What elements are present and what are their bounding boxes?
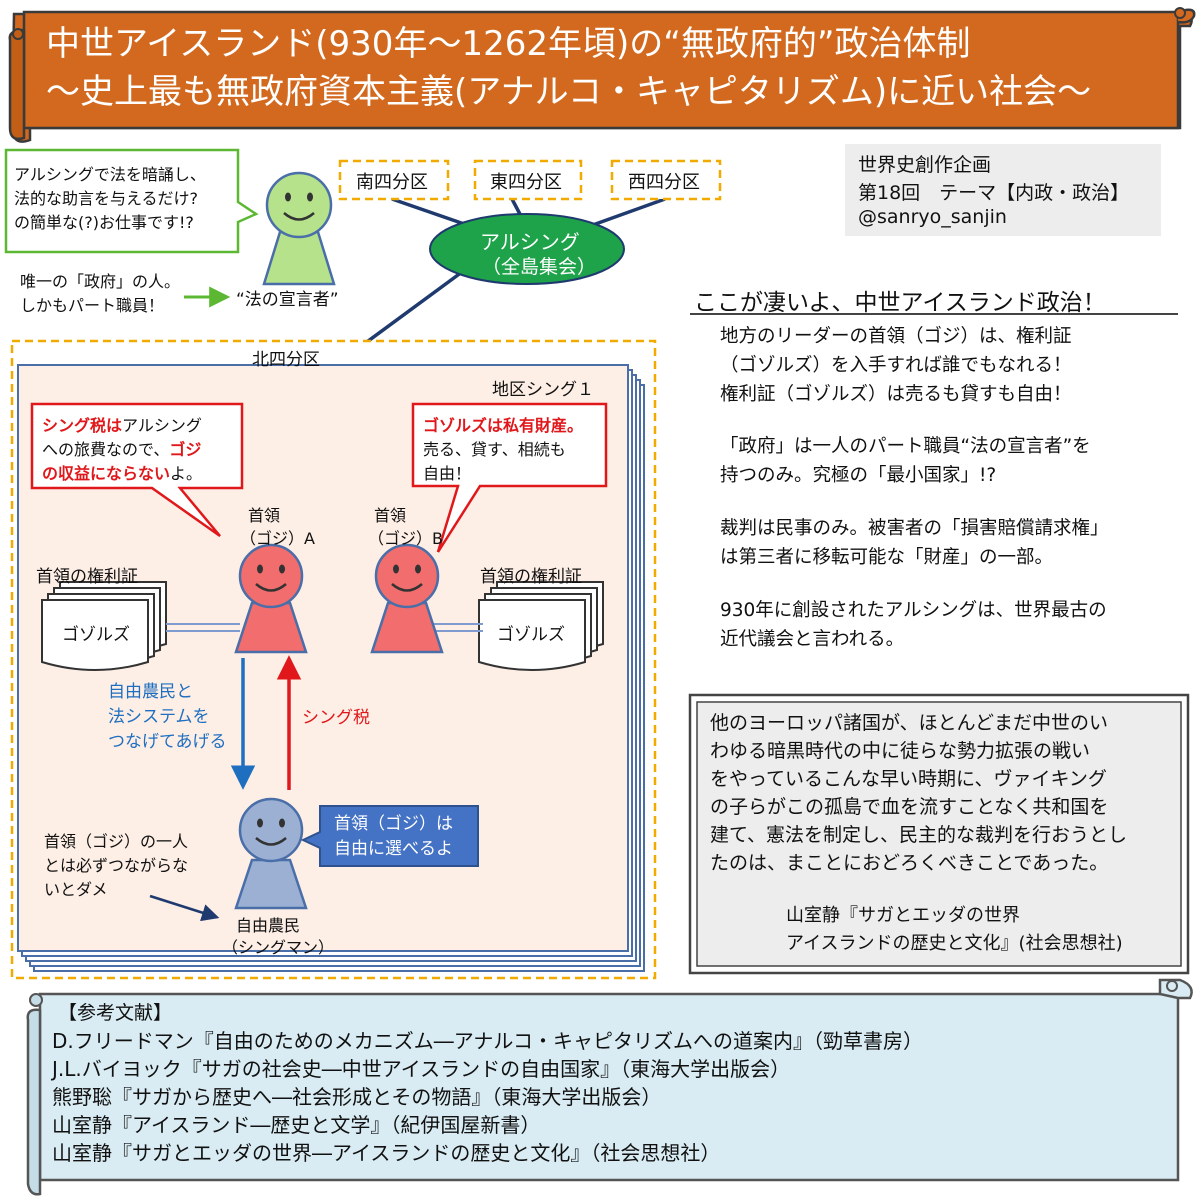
goði-a-speech-line-3: の収益にならないよ。 [42,462,202,486]
title-scroll [8,7,1196,143]
althing-ellipse [429,213,625,285]
farmer-note-line-3: いとダメ [44,880,108,899]
east-district-label: 東四分区 [490,172,562,193]
highlights-line-2: （ゴゾルズ）を入手すれば誰でもなれる！ [720,355,1072,376]
quote-line-2: わゆる暗黒時代の中に徒らな勢力拡張の戦い [710,740,1091,762]
goði-a-speech-rest-2: への旅費なので、 [42,440,170,459]
farmer-speech-line-1: 首領（ゴジ）は [334,814,453,834]
west-district-label: 西四分区 [628,172,700,193]
reference-item-4: 山室静『アイスランド―歴史と文学』（紀伊国屋新書） [52,1113,541,1137]
lawspeaker-label: “法の宣言者” [236,290,339,310]
lawspeaker-note-line-1: 唯一の「政府」の人。 [20,272,181,291]
lawspeaker-speech-bubble [4,148,259,254]
goði-b-figure [370,543,444,654]
farmer-speech-bubble [300,805,479,867]
south-district-label: 南四分区 [356,172,428,193]
goði-a-label-1: 首領 [248,506,281,525]
north-district-label: 北四分区 [252,350,320,370]
reference-item-1: D.フリードマン『自由のためのメカニズム―アナルコ・キャピタリズムへの道案内』（… [52,1029,923,1053]
highlights-line-6: 持つのみ。究極の「最小国家」!? [720,465,997,486]
title-line-2: ～史上最も無政府資本主義(アナルコ・キャピタリズム)に近い社会～ [46,72,1092,112]
farmer-note-line-1: 首領（ゴジ）の一人 [44,832,189,851]
title-line-1: 中世アイスランド(930年～1262年頃)の“無政府的”政治体制 [46,24,971,64]
goði-a-speech-rest-1: アルシング [122,416,202,435]
quote-line-4: の子らがこの孤島で血を流すことなく共和国を [710,796,1109,818]
quote-line-3: をやっているこんな早い時期に、ヴァイキング [710,768,1107,790]
references-scroll [26,978,1193,1196]
local-thing-label: 地区シング１ [492,380,594,400]
farmer-figure [234,797,308,910]
quote-line-1: 他のヨーロッパ諸国が、ほとんどまだ中世のい [710,712,1109,734]
certificate-b-label: 首領の権利証 [480,567,582,587]
goði-a-speech-line-2: への旅費なので、ゴジ [42,438,201,462]
goði-a-figure [234,543,308,654]
highlights-heading: ここが凄いよ、中世アイスランド政治！ [694,290,1106,316]
lawspeaker-figure [262,171,336,286]
quote-line-5: 建て、憲法を制定し、民主的な裁判を行おうとし [710,824,1128,846]
goði-a-speech-line-1: シング税はアルシング [42,414,202,438]
highlights-line-5: 「政府」は一人のパート職員“法の宣言者”を [720,436,1091,457]
certificate-a-doc: ゴゾルズ [62,625,130,645]
credit-line-3: @sanryo_sanjin [858,206,1007,228]
reference-item-5: 山室静『サガとエッダの世界―アイスランドの歴史と文化』（社会思想社） [52,1141,721,1165]
goði-b-speech-line-1: ゴゾルズは私有財産。 [423,416,584,435]
lawspeaker-speech-line-2: 法的な助言を与えるだけ? [14,189,199,208]
reference-item-3: 熊野聡『サガから歴史へ―社会形成とその物語』（東海大学出版会） [52,1085,662,1109]
farmer-speech-line-2: 自由に選べるよ [334,839,453,859]
goði-b-label-2: （ゴジ）B [368,529,443,548]
goði-a-speech-red-3: の収益にならない [42,464,171,483]
lawspeaker-speech-line-1: アルシングで法を暗誦し、 [14,165,206,184]
quote-source-1: 山室静『サガとエッダの世界 [786,905,1020,926]
highlights-line-9: は第三者に移転可能な「財産」の一部。 [720,547,1054,568]
lawspeaker-note-line-2: しかもパート職員！ [20,296,165,315]
highlights-line-12: 近代議会と言われる。 [720,629,905,650]
references-heading: 【参考文献】 [58,1002,173,1024]
quote-line-6: たのは、まことにおどろくべきことであった。 [710,852,1109,874]
down-arrow-label-1: 自由農民と [108,682,193,702]
east-district-box [473,159,583,201]
south-district-box [338,159,450,201]
farmer-note-line-2: とは必ずつながらな [44,856,189,875]
highlights-line-3: 権利証（ゴゾルズ）は売るも貸すも自由！ [720,384,1072,405]
goði-b-label-1: 首領 [374,506,407,525]
highlights-line-1: 地方のリーダーの首領（ゴジ）は、権利証 [720,326,1072,347]
west-district-box [610,159,722,201]
goði-a-speech-red-2: ゴジ [169,440,202,459]
highlights-line-11: 930年に創設されたアルシングは、世界最古の [720,600,1107,621]
althing-label-1: アルシング [480,230,580,254]
farmer-note-arrow [149,894,220,922]
goði-b-speech-line-2: 売る、貸す、相続も [423,440,566,459]
down-arrow-label-3: つなげてあげる [108,732,227,752]
reference-item-2: J.L.バイヨック『サガの社会史―中世アイスランドの自由国家』（東海大学出版会） [52,1057,791,1081]
goði-a-label-2: （ゴジ）A [240,529,315,548]
goði-a-speech-red-1: シング税は [42,416,123,435]
down-arrow-label-2: 法システムを [108,707,210,727]
goði-a-speech-bubble [30,402,244,538]
quote-box [688,693,1190,975]
goði-a-speech-rest-3: よ。 [170,464,203,483]
lawspeaker-speech-line-3: の簡単な(?)お仕事です!? [14,213,194,232]
certificate-b-doc: ゴゾルズ [497,625,565,645]
althing-label-2: （全島集会） [482,256,597,278]
credit-line-2: 第18回 テーマ【内政・政治】 [858,182,1130,204]
credit-box [845,144,1161,236]
up-arrow-label: シング税 [302,708,370,728]
farmer-label-2: （シングマン） [222,938,335,957]
credit-line-1: 世界史創作企画 [858,154,992,176]
goði-b-speech-line-3: 自由！ [423,464,472,483]
certificate-b-stack [478,581,604,671]
certificate-a-label: 首領の権利証 [36,567,138,587]
highlights-line-8: 裁判は民事のみ。被害者の「損害賠償請求権」 [720,518,1109,539]
certificate-a-stack [41,581,167,671]
goði-b-speech-bubble [411,402,608,553]
quote-source-2: アイスランドの歴史と文化』(社会思想社) [786,933,1123,954]
farmer-label-1: 自由農民 [236,916,301,935]
